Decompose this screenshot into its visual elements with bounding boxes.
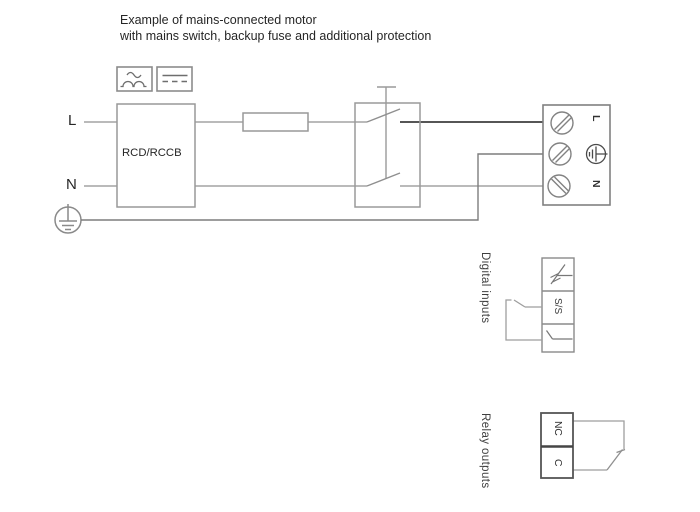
terminal-c-label: C <box>551 458 563 466</box>
digital-inputs-section-label: Digital inputs <box>479 252 491 324</box>
rcd-type-a-symbol-icon <box>116 66 153 92</box>
screw-terminal-n-icon <box>547 174 571 198</box>
digital-inputs-block <box>505 257 575 353</box>
relay-contact-wiring <box>573 420 626 471</box>
diagram-title-line2: with mains switch, backup fuse and addit… <box>120 29 432 43</box>
terminal-nc-label: NC <box>551 420 563 436</box>
relay-outputs-section-label: Relay outputs <box>479 412 491 489</box>
rcd-rccb-label: RCD/RCCB <box>122 147 182 159</box>
supply-neutral-label: N <box>66 176 77 193</box>
screw-terminal-pe-icon <box>548 142 572 166</box>
mains-switch-icon <box>354 86 421 208</box>
digital-input-switch-wiring <box>505 299 542 341</box>
screw-terminal-l-icon <box>550 111 574 135</box>
terminal-ss-label: S/S <box>552 297 563 314</box>
supply-wires <box>84 121 548 187</box>
signal-common-icon <box>546 330 573 340</box>
mains-terminal-block <box>542 104 611 206</box>
terminal-l-label: L <box>589 114 602 121</box>
diagram-title-line1: Example of mains-connected motor <box>120 13 317 27</box>
protective-earth-label-icon <box>585 143 608 165</box>
rcd-rccb-box <box>116 103 196 208</box>
terminal-n-label: N <box>589 179 602 188</box>
rcd-type-dc-symbol-icon <box>156 66 193 92</box>
fuse-icon <box>242 112 309 132</box>
digital-input-signal-icon <box>550 264 573 285</box>
supply-line-label: L <box>68 112 77 129</box>
protective-earth-supply-icon <box>54 204 82 234</box>
relay-outputs-block <box>540 412 626 479</box>
earth-wire <box>81 153 549 221</box>
